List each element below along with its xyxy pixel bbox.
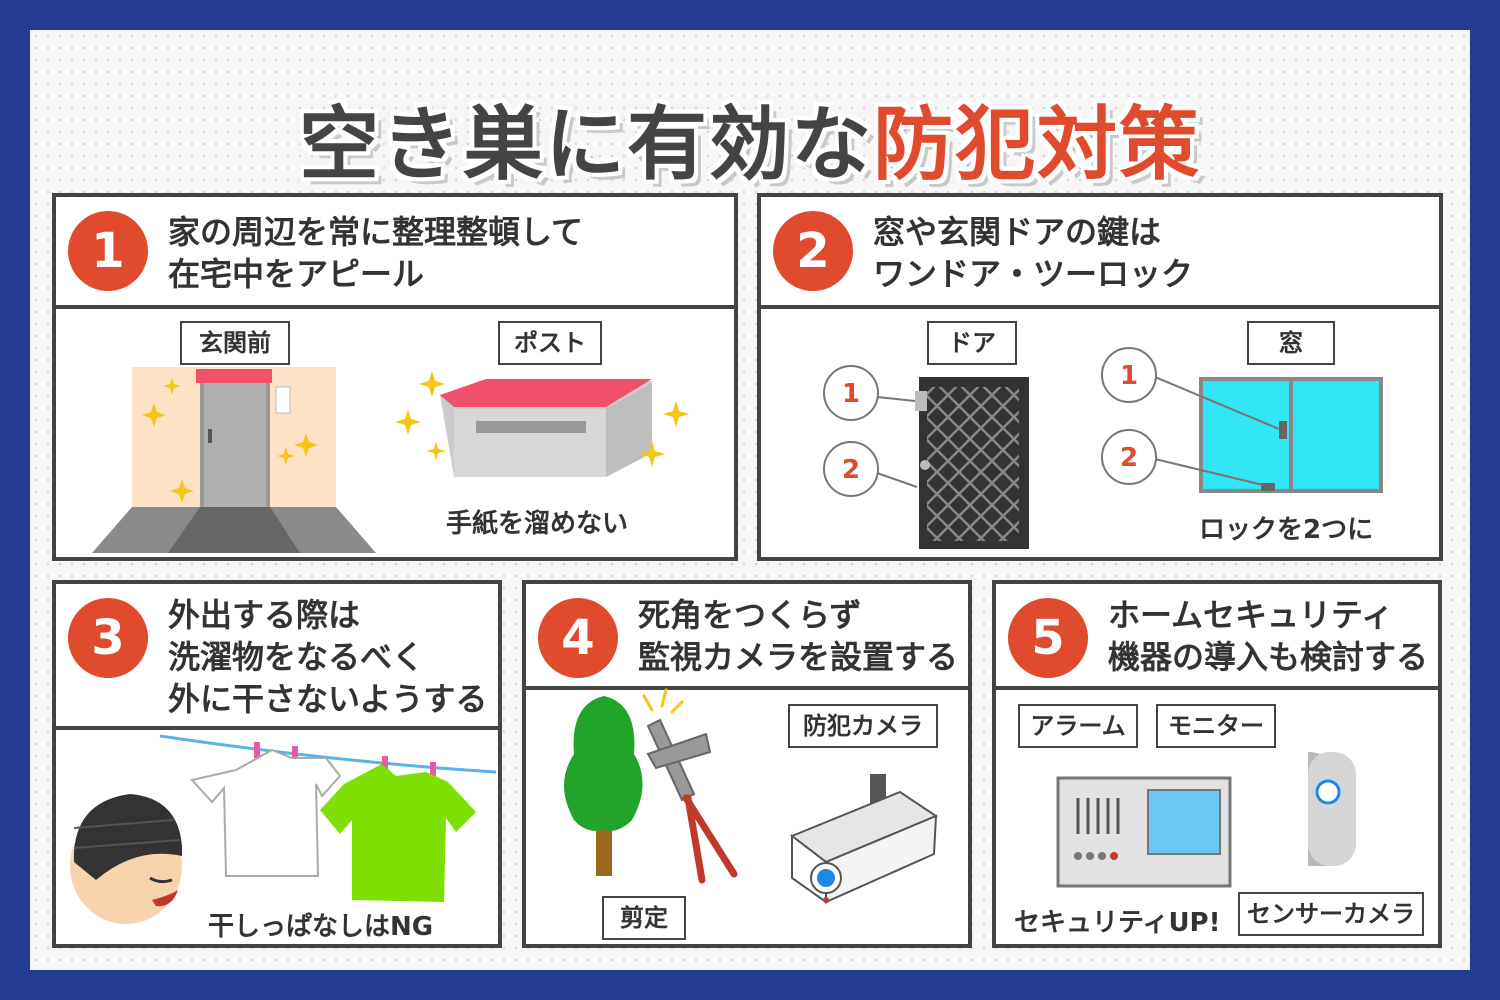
panel-3-header: 3 外出する際は 洗濯物をなるべく 外に干さないようする (56, 584, 498, 730)
tree-and-shears-illustration (564, 688, 738, 884)
tag-window: 窓 (1247, 321, 1335, 365)
security-monitor-illustration (1056, 776, 1232, 888)
entrance-illustration (92, 367, 376, 553)
door-illustration (876, 377, 1029, 549)
panel-4-number: 4 (538, 598, 618, 678)
panel-5-caption: セキュリティUP! (1014, 908, 1221, 938)
panel-1-number: 1 (68, 211, 148, 291)
tag-monitor: モニター (1156, 704, 1276, 748)
panel-1-caption: 手紙を溜めない (446, 509, 629, 539)
panel-2-heading: 窓や玄関ドアの鍵は ワンドア・ツーロック (873, 213, 1194, 293)
page-title: 空き巣に有効な防犯対策 (0, 80, 1500, 196)
panel-1-header: 1 家の周辺を常に整理整頓して 在宅中をアピール (56, 197, 734, 309)
panel-5-number: 5 (1008, 598, 1088, 678)
panel-4-heading: 死角をつくらず 監視カメラを設置する (638, 596, 959, 676)
panel-4: 4 死角をつくらず 監視カメラを設置する 防犯カメラ 剪定 (522, 580, 972, 948)
panel-4-header: 4 死角をつくらず 監視カメラを設置する (526, 584, 968, 690)
panel-1: 1 家の周辺を常に整理整頓して 在宅中をアピール 玄関前 ポスト (52, 193, 738, 561)
panel-5-header: 5 ホームセキュリティ 機器の導入も検討する (996, 584, 1438, 690)
tag-sensor-camera: センサーカメラ (1238, 892, 1424, 936)
door-lock-1-bubble: 1 (823, 365, 879, 421)
title-main: 空き巣に有効な (299, 98, 873, 191)
panel-2-number: 2 (773, 211, 853, 291)
panel-5: 5 ホームセキュリティ 機器の導入も検討する アラーム モニター セキュリティU… (992, 580, 1442, 948)
security-camera-illustration (790, 774, 939, 904)
tag-pruning: 剪定 (602, 896, 686, 940)
door-lock-2-bubble: 2 (823, 441, 879, 497)
panel-3-heading: 外出する際は 洗濯物をなるべく 外に干さないようする (168, 596, 488, 718)
panel-1-heading: 家の周辺を常に整理整頓して 在宅中をアピール (168, 213, 584, 293)
panel-2-header: 2 窓や玄関ドアの鍵は ワンドア・ツーロック (761, 197, 1439, 309)
burglar-icon (70, 794, 182, 924)
tag-alarm: アラーム (1018, 704, 1138, 748)
panel-5-heading: ホームセキュリティ 機器の導入も検討する (1108, 596, 1429, 676)
panel-3-caption: 干しっぱなしはNG (208, 912, 434, 942)
panel-2: 2 窓や玄関ドアの鍵は ワンドア・ツーロック ドア 窓 1 2 1 2 ロックを… (757, 193, 1443, 561)
tag-post: ポスト (498, 321, 602, 365)
laundry-illustration (159, 734, 497, 902)
tag-door: ドア (927, 321, 1017, 365)
window-lock-1-bubble: 1 (1101, 347, 1157, 403)
tag-security-camera: 防犯カメラ (788, 704, 938, 748)
title-highlight: 防犯対策 (873, 98, 1201, 191)
panel-3-number: 3 (68, 598, 148, 678)
window-illustration (1154, 376, 1383, 493)
panel-3: 3 外出する際は 洗濯物をなるべく 外に干さないようする 干しっぱなしはNG (52, 580, 502, 948)
mailbox-illustration (395, 371, 689, 477)
sensor-camera-illustration (1308, 752, 1356, 866)
window-lock-2-bubble: 2 (1101, 429, 1157, 485)
tag-entrance: 玄関前 (180, 321, 290, 365)
panel-2-caption: ロックを2つに (1199, 515, 1374, 545)
